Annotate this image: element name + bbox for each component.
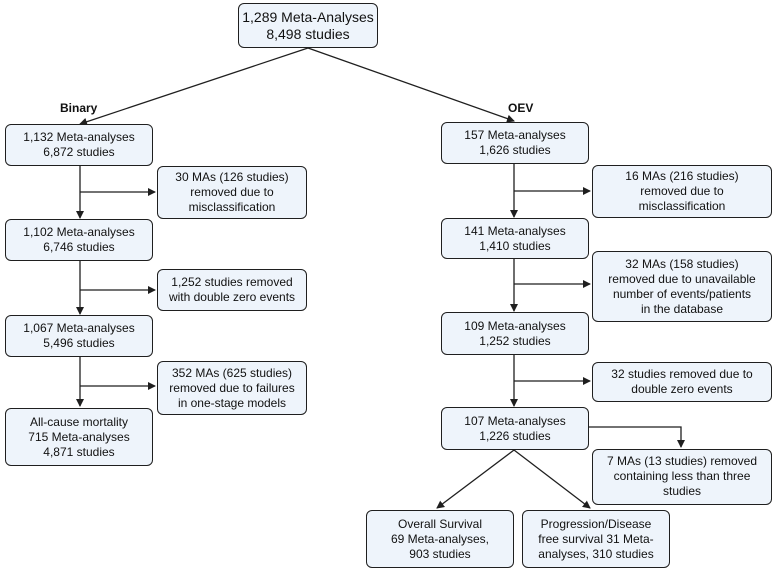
- oev-removed-2: 32 MAs (158 studies)removed due to unava…: [592, 251, 772, 322]
- edge-o4-pfs: [513, 449, 591, 509]
- edge-root-binary: [79, 47, 309, 126]
- binary-branch-label: Binary: [60, 101, 98, 115]
- edge-root-oev: [307, 47, 515, 123]
- edge-o-r4: [588, 426, 685, 448]
- binary-removed-3: 352 MAs (625 studies)removed due to fail…: [157, 361, 307, 415]
- oev-branch-label: OEV: [508, 101, 534, 115]
- edge-o4-os: [436, 449, 515, 509]
